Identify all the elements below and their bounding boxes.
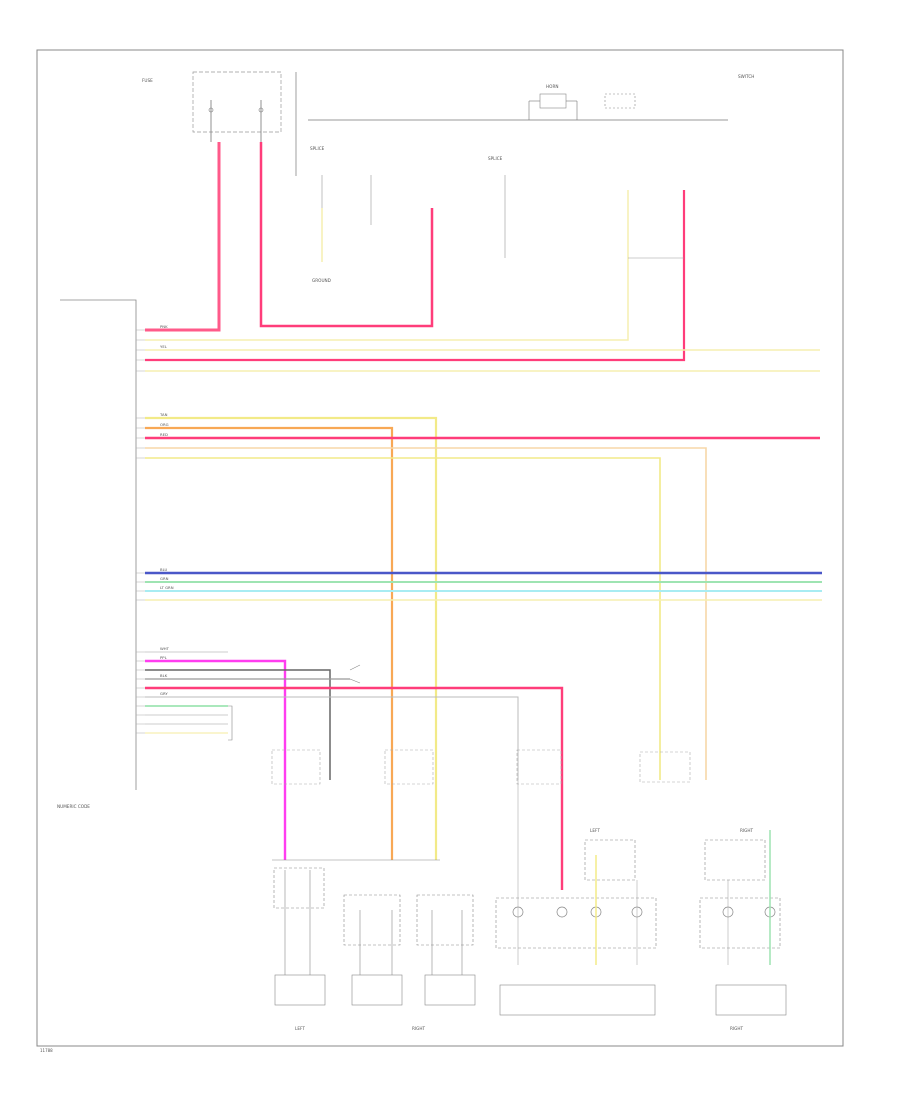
splice-label: SPLICE [488,156,503,161]
bottom-circle-terminals [512,906,776,918]
bottom-left-label: LEFT [295,1026,305,1031]
horn-relay-boxes: HORN [528,84,636,120]
wire-red-lower [145,686,564,890]
wire-code-3: ORG [160,422,169,427]
wire-code-11: PPL [160,655,168,660]
wire-orange-mid [145,426,394,860]
wire-code-8: LT GRN [160,585,174,590]
wire-grey-c [145,696,519,780]
seat-left-label: LEFT [590,828,600,833]
right-note-label: SWITCH [738,74,754,79]
top-fuse-block: FUSE [142,71,282,142]
page-code: 11788 [40,1048,53,1053]
wire-pink-fuse-b [259,142,434,328]
module-pin-ticks [136,329,145,734]
wire-code-10: BLK [160,673,168,678]
seat-right-label: RIGHT [740,828,754,833]
wire-code-9: WHT [160,646,170,651]
center-fuse-label: SPLICE [310,146,325,151]
wire-code-7: GRN [160,576,169,581]
wire-code-6: BLU [160,567,168,572]
lower-splice [349,664,361,684]
horn-label: HORN [546,84,559,89]
wire-code-5: TAN [159,412,168,417]
wire-pink-fuse-a [145,142,221,332]
wire-code-2: YEL [160,344,168,349]
module-label: NUMERIC CODE [57,804,90,809]
ground-label: GROUND [312,278,331,283]
wire-code-4: RED [160,432,168,437]
wire-peach-mid [145,447,707,780]
fuse-block-label: FUSE [142,78,153,83]
wire-code-1: PNK [160,324,168,329]
wire-magenta [145,659,287,860]
bottom-right-label: RIGHT [730,1026,744,1031]
bottom-center-label: RIGHT [412,1026,426,1031]
control-module: NUMERIC CODE [57,299,137,809]
wire-yellow-mid-2 [145,457,661,780]
bottom-terminal-blocks [274,870,787,1016]
wire-dark-a [145,669,331,780]
diagram-border [36,49,844,1047]
wire-yellow-mid [145,416,438,860]
bottom-connectors [272,839,781,949]
top-connector-stubs [321,175,506,258]
sensor-boxes [271,749,691,785]
wire-yellow-b [145,190,629,341]
wire-red-right-top [145,190,686,362]
wire-code-12: GRY [160,691,168,696]
